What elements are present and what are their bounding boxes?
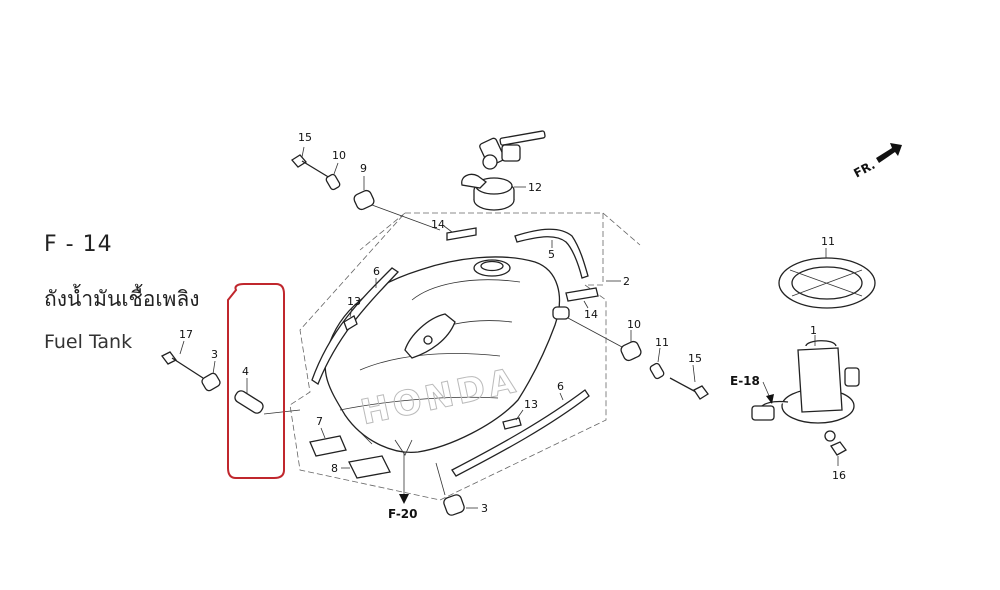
callout-15-right: 15 [688, 352, 702, 365]
part-cushion-14-top [446, 227, 477, 241]
callout-3-bottom: 3 [481, 502, 488, 515]
part-cushion-13-left [343, 315, 358, 331]
section-code: F - 14 [44, 232, 113, 257]
part-fuel-pump-1 [751, 335, 860, 442]
callout-3-left: 3 [211, 348, 218, 361]
callout-13-right: 13 [524, 398, 538, 411]
part-rubber-8 [348, 455, 391, 479]
callout-4: 4 [242, 365, 249, 378]
callout-1: 1 [810, 324, 817, 337]
front-direction-label: FR. [851, 158, 877, 181]
callout-14-top: 14 [431, 218, 445, 231]
callout-8: 8 [331, 462, 338, 475]
arrow-down-icon [399, 494, 409, 504]
part-collar-4 [234, 378, 264, 414]
front-direction-marker: FR. [851, 143, 902, 181]
callout-10-top: 10 [332, 149, 346, 162]
page-title-thai: ถังน้ำมันเชื้อเพลิง [44, 287, 200, 311]
part-bolt-15-right [669, 364, 709, 400]
assembly-frame [289, 212, 607, 501]
callout-2: 2 [623, 275, 630, 288]
part-collar-3-left [201, 360, 221, 392]
callout-9-right: 10 [627, 318, 641, 331]
part-fuel-cap-12 [461, 130, 546, 211]
part-bolt-15-top [291, 146, 331, 179]
part-bolt-16 [830, 441, 847, 466]
callout-5: 5 [548, 248, 555, 261]
part-cushion-14-right [565, 287, 599, 302]
callout-9-top: 9 [360, 162, 367, 175]
callout-6-left: 6 [373, 265, 380, 278]
callout-7: 7 [316, 415, 323, 428]
callout-17: 17 [179, 328, 193, 341]
callout-14-right: 14 [584, 308, 598, 321]
part-collar-10-right [649, 347, 665, 380]
part-fuel-pump-gasket-11 [778, 248, 876, 309]
arrow-icon [766, 394, 774, 404]
reference-f-20: F-20 [388, 507, 418, 521]
callout-11: 11 [821, 235, 835, 248]
callout-13-left: 13 [347, 295, 361, 308]
part-cushion-6-left [311, 267, 399, 385]
reference-e-18: E-18 [730, 374, 760, 388]
page-title-english: Fuel Tank [44, 331, 133, 353]
part-collar-3-bottom [443, 494, 478, 516]
fuel-tank-body: HONDA [324, 256, 570, 456]
callout-16: 16 [832, 469, 846, 482]
part-rubber-5 [514, 228, 589, 279]
part-bolt-17 [161, 340, 204, 379]
callout-15-top: 15 [298, 131, 312, 144]
part-cushion-13-right [502, 417, 522, 430]
callout-12: 12 [528, 181, 542, 194]
callout-10-right: 11 [655, 336, 669, 349]
part-grommet-9-right [620, 330, 642, 362]
part-rubber-7 [309, 435, 347, 457]
callout-6-right: 6 [557, 380, 564, 393]
part-grommet-9-top [353, 176, 375, 211]
part-cushion-6-right [451, 389, 590, 477]
part-collar-10-top [325, 162, 341, 191]
highlight-box-part-4 [227, 283, 285, 479]
